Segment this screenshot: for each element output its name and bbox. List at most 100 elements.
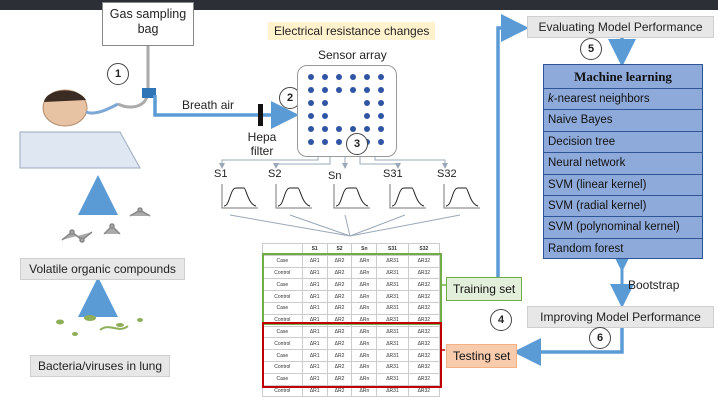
electrical-resistance-label: Electrical resistance changes — [268, 22, 436, 40]
table-cell: ΔRn — [351, 254, 378, 268]
step-5-marker: 5 — [580, 38, 602, 60]
table-cell: ΔRn — [351, 372, 378, 386]
sensor-array-label: Sensor array — [318, 48, 387, 62]
sensor-dot — [378, 113, 384, 119]
sensor-dot — [322, 126, 328, 132]
sensor-dot — [378, 74, 384, 80]
table-cell: ΔR1 — [301, 290, 328, 303]
sensor-dot — [308, 139, 314, 145]
sensor-dot — [322, 74, 328, 80]
ml-method-text: Decision tree — [548, 135, 616, 148]
breath-air-label: Breath air — [182, 98, 235, 112]
sensor-dot — [336, 74, 342, 80]
table-cell: ΔR32 — [407, 349, 441, 362]
bootstrap-label: Bootstrap — [628, 278, 680, 292]
sensor-label-sn: Sn — [328, 170, 342, 182]
sensor-dot — [378, 139, 384, 145]
sensor-label-s1: S1 — [214, 168, 228, 180]
table-cell: ΔR2 — [326, 278, 353, 292]
sensor-dot — [336, 126, 342, 132]
sensor-dot — [364, 126, 370, 132]
sensor-label-s31: S31 — [383, 168, 403, 180]
testing-rows-outline — [262, 322, 442, 388]
hepa-label-line2: filter — [250, 144, 274, 158]
sensor-dot — [378, 100, 384, 106]
evaluating-box: Evaluating Model Performance — [527, 16, 714, 38]
ml-method-item: SVM (polynominal kernel) — [544, 216, 702, 237]
top-edge-band — [0, 0, 718, 10]
ml-method-prefix: k — [548, 93, 554, 105]
table-cell: ΔR32 — [407, 266, 441, 280]
sensor-dot — [350, 87, 356, 93]
ml-title: Machine learning — [574, 69, 672, 84]
ml-method-item: SVM (linear kernel) — [544, 173, 702, 195]
step-4-marker: 4 — [490, 309, 512, 331]
ml-method-text: Naive Bayes — [548, 114, 613, 127]
table-cell: ΔR1 — [301, 325, 328, 339]
table-cell: ΔR32 — [407, 301, 441, 315]
sensor-dot — [350, 126, 356, 132]
step-1-marker: 1 — [107, 63, 129, 85]
table-cell: ΔR32 — [407, 325, 441, 339]
voc-box: Volatile organic compounds — [20, 258, 185, 280]
sensor-dot — [308, 87, 314, 93]
sensor-dot — [322, 87, 328, 93]
sensor-dot — [322, 139, 328, 145]
ml-method-text: SVM (polynominal kernel) — [548, 221, 680, 234]
sensor-dot — [308, 74, 314, 80]
improving-box: Improving Model Performance — [527, 306, 714, 328]
ml-method-text: -nearest neighbors — [553, 93, 650, 105]
table-cell: ΔR2 — [326, 325, 353, 339]
sensor-array-box — [297, 65, 397, 157]
ml-method-text: SVM (linear kernel) — [548, 178, 647, 191]
table-cell: ΔR31 — [376, 372, 409, 386]
sensor-dot — [350, 74, 356, 80]
step-3-marker: 3 — [346, 133, 368, 155]
sensor-dot — [364, 113, 370, 119]
sensor-dot — [308, 113, 314, 119]
table-cell: ΔRn — [351, 349, 378, 362]
sensor-dot — [308, 100, 314, 106]
bacteria-box: Bacteria/viruses in lung — [30, 355, 170, 377]
ml-method-item: Naive Bayes — [544, 109, 702, 130]
ml-method-text: Random forest — [548, 242, 624, 255]
sensor-dot — [322, 100, 328, 106]
sensor-dot — [378, 126, 384, 132]
hepa-label-line1: Hepa — [247, 130, 277, 144]
training-rows-outline — [262, 253, 442, 325]
table-cell: ΔR32 — [407, 254, 441, 268]
sensor-signal-curves — [221, 184, 480, 209]
gas-bag-label-line2: bag — [137, 22, 159, 36]
sensor-dot — [378, 87, 384, 93]
hepa-filter-label: Hepa filter — [247, 130, 277, 158]
sensor-dot — [336, 139, 342, 145]
sensor-dot — [364, 74, 370, 80]
sensor-dot — [336, 87, 342, 93]
sensor-dot — [364, 87, 370, 93]
gas-bag-label-line1: Gas sampling — [109, 7, 187, 21]
ml-method-item: Neural network — [544, 152, 702, 173]
ml-method-item: SVM (radial kernel) — [544, 194, 702, 216]
table-cell: ΔR32 — [407, 290, 441, 303]
ml-method-item: k-nearest neighbors — [544, 88, 702, 109]
table-cell: ΔR32 — [407, 360, 441, 374]
table-cell: ΔR32 — [407, 337, 441, 351]
step-6-marker: 6 — [589, 327, 611, 349]
sensor-label-s32: S32 — [437, 168, 457, 180]
ml-method-text: Neural network — [548, 157, 626, 170]
sensor-dot — [364, 100, 370, 106]
